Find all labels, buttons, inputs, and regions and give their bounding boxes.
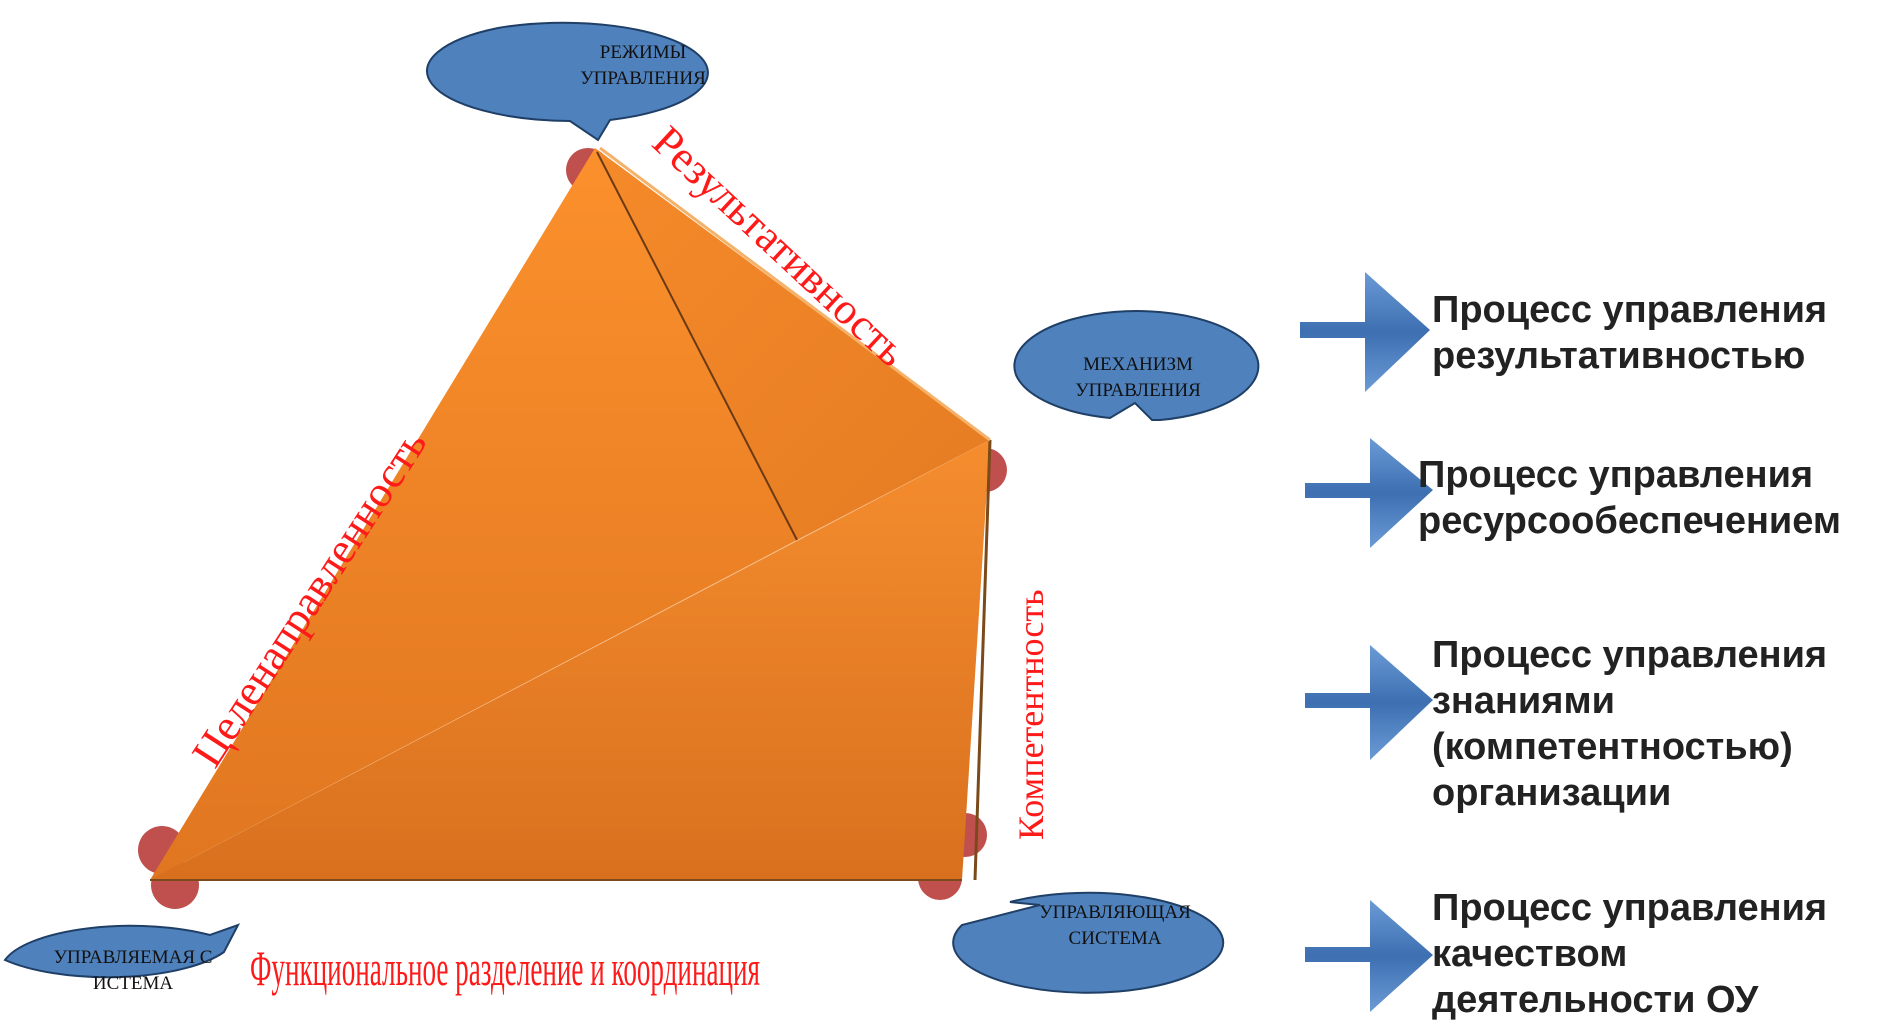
callout-mechanism-line-1: МЕХАНИЗМ [1083,354,1193,375]
callout-mechanism-line-2: УПРАВЛЕНИЯ [1075,380,1201,401]
pyramid-edge-top [599,146,991,442]
callout-managing-line-1: УПРАВЛЯЮЩАЯ [1039,902,1191,923]
callout-managing-line-2: СИСТЕМА [1069,928,1162,949]
pyramid-edge-right [973,439,992,881]
process-effectiveness-line-1: Процесс управления [1432,289,1828,331]
callout-managed: УПРАВЛЯЕМАЯ С ИСТЕМА [3,923,241,994]
process-knowledge-line-4: организации [1432,772,1672,814]
process-quality-line-3: деятельности ОУ [1432,979,1759,1021]
process-resources-line-2: ресурсообеспечением [1418,500,1842,542]
callout-modes-line-1: РЕЖИМЫ [600,42,686,63]
callout-managing: УПРАВЛЯЮЩАЯ СИСТЕМА [952,891,1225,994]
process-quality: Процесс управления качеством деятельност… [1432,885,1827,1023]
pyramid-face-right [595,148,990,540]
process-effectiveness-line-2: результативностью [1432,335,1806,377]
callout-mechanism: МЕХАНИЗМ УПРАВЛЕНИЯ [1013,310,1260,421]
arrow-icon [1305,900,1433,1012]
process-knowledge-line-2: знаниями [1432,680,1615,722]
callout-modes-line-2: УПРАВЛЕНИЯ [580,68,706,89]
process-knowledge: Процесс управления знаниями (компетентно… [1432,632,1827,816]
process-knowledge-line-1: Процесс управления [1432,634,1828,676]
process-quality-line-2: качеством [1432,933,1628,975]
edge-label-competence: Компетентность [1011,589,1051,840]
arrow-icon [1305,645,1433,760]
process-knowledge-line-3: (компетентностью) [1432,726,1793,768]
process-quality-line-1: Процесс управления [1432,887,1828,929]
process-effectiveness: Процесс управления результативностью [1432,287,1827,379]
process-resources: Процесс управления ресурсообеспечением [1418,452,1841,544]
arrow-icon [1305,438,1433,548]
pyramid-face-front [150,440,990,880]
process-resources-line-1: Процесс управления [1418,454,1814,496]
callout-modes: РЕЖИМЫ УПРАВЛЕНИЯ [425,21,709,142]
edge-label-functional-division: Функциональное разделение и координация [250,940,760,996]
arrow-icon [1300,272,1430,392]
callout-managed-line-2: ИСТЕМА [93,973,174,994]
callout-managed-line-1: УПРАВЛЯЕМАЯ С [54,947,213,968]
pyramid-edge-inner [596,151,798,541]
pyramid-face-left [150,148,797,880]
